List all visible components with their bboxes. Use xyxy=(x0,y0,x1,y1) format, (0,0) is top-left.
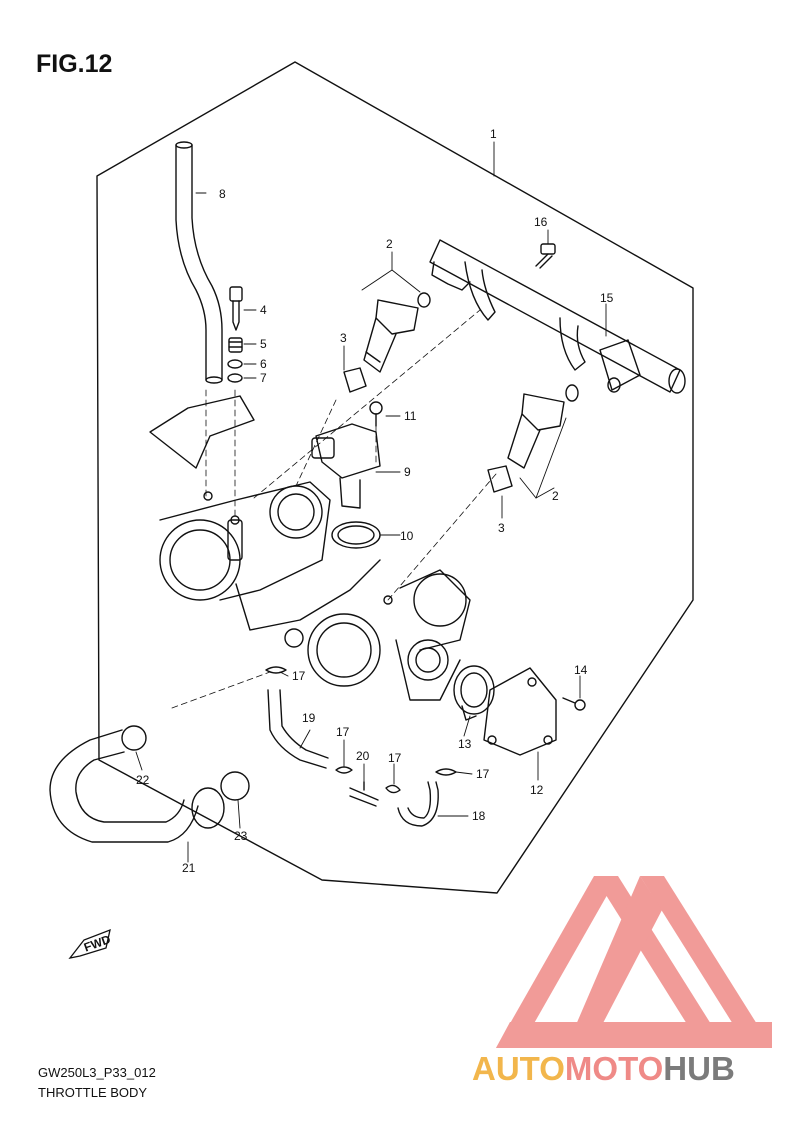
callout-23: 23 xyxy=(234,829,248,843)
screw-11 xyxy=(369,401,383,427)
figure-title: FIG.12 xyxy=(36,50,113,78)
o-ring-3-upper xyxy=(343,367,367,393)
hose-8 xyxy=(175,141,223,384)
assembly-outline xyxy=(96,61,694,894)
callout-14: 14 xyxy=(574,663,588,677)
washer-7 xyxy=(227,373,243,383)
callout-7: 7 xyxy=(260,371,267,385)
screw-4 xyxy=(229,286,243,331)
clamp-17-b xyxy=(335,766,353,774)
hose-18 xyxy=(397,781,439,827)
callout-1: 1 xyxy=(490,127,497,141)
callout-2-upper: 2 xyxy=(386,237,393,251)
watermark-part-hub: HUB xyxy=(663,1050,735,1087)
automotohub-logo-icon xyxy=(496,876,772,1048)
callout-3-lower: 3 xyxy=(498,521,505,535)
washer-6 xyxy=(227,359,243,369)
callout-19: 19 xyxy=(302,711,316,725)
callout-18: 18 xyxy=(472,809,486,823)
clamp-23 xyxy=(220,771,250,801)
callout-12: 12 xyxy=(530,783,544,797)
injector-2-upper xyxy=(363,292,431,373)
watermark-part-moto: MOTO xyxy=(564,1050,664,1087)
callout-15: 15 xyxy=(600,291,614,305)
callout-11: 11 xyxy=(404,409,417,423)
callout-3-upper: 3 xyxy=(340,331,347,345)
callout-5: 5 xyxy=(260,337,267,351)
callout-4: 4 xyxy=(260,303,267,317)
callout-17-d: 17 xyxy=(476,767,490,781)
clamp-17-c xyxy=(385,784,401,794)
o-ring-3-lower xyxy=(487,465,513,493)
cover-12 xyxy=(483,667,557,756)
clamp-17-d xyxy=(435,768,457,776)
callout-21: 21 xyxy=(182,861,196,875)
tee-joint-20 xyxy=(349,781,379,807)
clamp-17-a xyxy=(265,666,287,674)
watermark-part-auto: AUTO xyxy=(472,1050,565,1087)
watermark-text: AUTOMOTOHUB xyxy=(472,1050,735,1088)
callout-10: 10 xyxy=(400,529,414,543)
callout-13: 13 xyxy=(458,737,472,751)
diagram-code: GW250L3_P33_012 xyxy=(38,1065,156,1080)
callout-17-c: 17 xyxy=(388,751,402,765)
callout-numbers: 1 8 16 2 15 4 3 5 6 7 11 9 2 3 10 14 17 … xyxy=(136,127,614,875)
seal-13 xyxy=(453,665,495,721)
hose-21 xyxy=(49,729,225,843)
callout-2-lower: 2 xyxy=(552,489,559,503)
throttle-body-assembly xyxy=(149,395,471,701)
leader-lines xyxy=(135,141,607,863)
fuel-rail-1 xyxy=(429,239,686,394)
callout-20: 20 xyxy=(356,749,370,763)
callout-9: 9 xyxy=(404,465,411,479)
clamp-22 xyxy=(121,725,147,751)
sensor-9 xyxy=(311,423,381,509)
screw-14 xyxy=(562,697,586,711)
callout-17-b: 17 xyxy=(336,725,350,739)
hose-19 xyxy=(267,689,327,769)
diagram-caption: THROTTLE BODY xyxy=(38,1085,148,1100)
fwd-arrow-icon: FWD xyxy=(68,928,113,959)
spring-5 xyxy=(228,337,243,353)
callout-8: 8 xyxy=(219,187,226,201)
callout-6: 6 xyxy=(260,357,267,371)
callout-16: 16 xyxy=(534,215,548,229)
injector-2-lower xyxy=(507,384,579,469)
dashed-assembly-lines xyxy=(171,309,497,709)
callout-17-a: 17 xyxy=(292,669,306,683)
callout-22: 22 xyxy=(136,773,150,787)
bolt-16 xyxy=(535,243,556,269)
